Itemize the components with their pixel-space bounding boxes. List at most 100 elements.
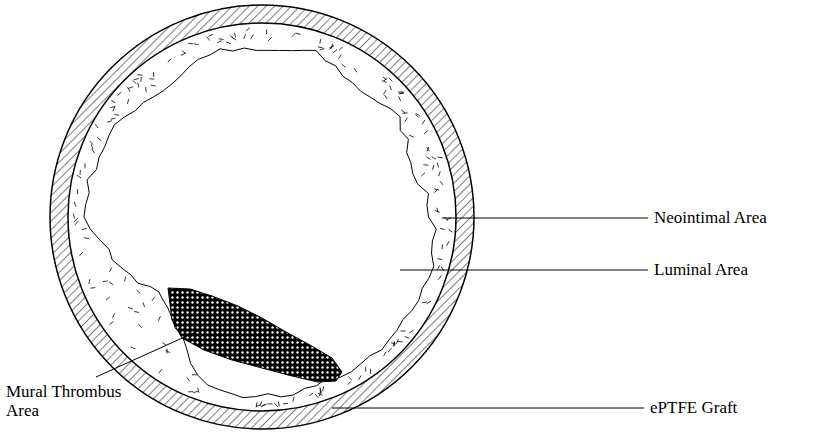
leader-line [400, 270, 648, 271]
neointima-mark [401, 110, 405, 113]
neointima-mark [348, 381, 352, 384]
neointima-mark [365, 367, 366, 372]
neointima-mark [409, 135, 414, 137]
neointima-mark [140, 77, 142, 82]
neointima-mark [84, 163, 85, 168]
neointima-mark [370, 369, 371, 374]
mural-thrombus [168, 288, 342, 382]
neointima-mark [103, 280, 108, 282]
neointima-mark [318, 47, 323, 48]
neointima-mark [438, 265, 440, 270]
neointima-mark [73, 214, 74, 219]
neointima-mark [438, 156, 443, 158]
neointima-mark [152, 297, 155, 301]
neointima-mark [188, 391, 193, 392]
neointima-mark [235, 33, 236, 38]
neointima-mark [292, 33, 295, 37]
neointima-mark [128, 307, 133, 309]
neointima-mark [77, 189, 78, 194]
neointima-mark [192, 374, 197, 375]
neointima-mark [246, 28, 250, 31]
neointima-mark [193, 391, 198, 393]
neointima-mark [230, 35, 234, 38]
neointima-mark [348, 376, 351, 380]
neointima-mark [396, 339, 398, 344]
neointima-mark [315, 394, 318, 398]
neointima-mark [278, 401, 279, 406]
neointima-mark [439, 171, 441, 176]
neointima-mark [440, 181, 443, 185]
neointima-mark [342, 64, 346, 67]
neointima-mark [88, 279, 90, 284]
neointima-mark [274, 403, 278, 406]
neointima-mark [391, 343, 396, 344]
neointima-mark [384, 352, 387, 356]
neointima-mark [209, 34, 213, 36]
neointima-mark [198, 388, 199, 393]
neointima-mark [165, 351, 170, 353]
neointima-mark [435, 211, 440, 213]
neointima-mark [75, 221, 78, 225]
neointima-mark [188, 43, 193, 45]
neointima-mark [382, 81, 387, 83]
neointima-mark [168, 58, 171, 62]
neointima-mark [320, 389, 322, 394]
neointima-mark [117, 92, 121, 95]
neointima-mark [128, 87, 133, 89]
neointima-mark [398, 341, 403, 342]
neointima-mark [383, 90, 386, 94]
neointima-mark [424, 131, 428, 134]
neointima-mark [268, 37, 272, 41]
neointima-mark [92, 149, 95, 153]
neointima-mark [159, 369, 162, 373]
neointima-mark [187, 377, 190, 381]
neointima-mark [401, 330, 406, 331]
neointima-mark [427, 147, 430, 151]
neointima-mark [405, 336, 410, 338]
neointima-mark [91, 144, 93, 149]
neointima-mark [405, 118, 408, 122]
part-label: ePTFE Graft [650, 398, 737, 417]
neointima-mark [423, 164, 428, 165]
neointima-mark [388, 348, 391, 352]
neointima-mark [151, 85, 156, 87]
neointima-mark [244, 34, 246, 39]
neointima-mark [106, 297, 110, 300]
neointima-mark [409, 330, 413, 333]
neointima-mark [383, 77, 387, 80]
neointima-mark [110, 321, 114, 324]
neointima-mark [137, 290, 141, 293]
neointima-mark [107, 121, 112, 123]
neointima-mark [442, 244, 444, 249]
neointima-mark [320, 39, 321, 44]
graft-wall [50, 5, 474, 429]
neointima-mark [447, 241, 449, 245]
neointima-mark [109, 268, 111, 272]
part-label: Luminal Area [654, 260, 748, 279]
neointima-mark [421, 173, 425, 176]
neointima-mark [113, 107, 115, 112]
neointima-mark [296, 33, 301, 34]
neointima-mark [354, 68, 357, 72]
neointima-mark [438, 276, 441, 280]
neointima-mark [134, 311, 139, 313]
neointima-mark [111, 118, 116, 119]
neointima-mark [399, 93, 404, 94]
neointima-mark [422, 301, 427, 303]
neointima-mark [440, 228, 445, 229]
neointima-mark [82, 228, 87, 229]
leader-line [332, 408, 644, 409]
neointima-mark [217, 41, 222, 43]
neointima-mark [390, 85, 392, 90]
neointima-mark [207, 37, 210, 41]
neointima-mark [194, 43, 199, 45]
neointima-texture [73, 28, 452, 407]
neointima-mark [112, 313, 114, 317]
neointima-mark [143, 302, 144, 307]
neointima-mark [138, 324, 142, 327]
neointima-mark [262, 404, 267, 406]
neointima-mark [80, 170, 81, 175]
neointima-mark [293, 397, 294, 402]
neointima-mark [137, 74, 142, 75]
neointima-mark [97, 138, 101, 141]
